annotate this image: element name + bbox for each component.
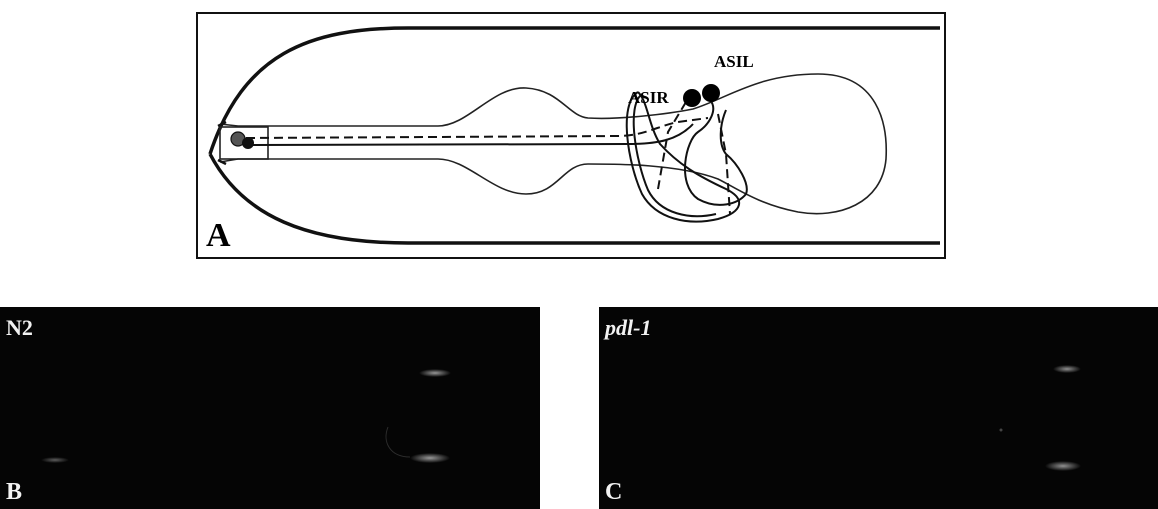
cell-body-asir: [683, 89, 701, 107]
panel-letter-b: B: [6, 479, 22, 506]
body-outline-top: [210, 28, 940, 154]
strain-label-pdl1: pdl-1: [605, 315, 651, 341]
cell-signal-lower: [1045, 461, 1081, 471]
diagram-panel-a: ASIR ASIL A: [196, 12, 946, 259]
cell-signal-lower: [410, 453, 450, 463]
fluorescence-image-n2: [0, 307, 540, 509]
panel-letter-a: A: [206, 219, 231, 253]
asir-label: ASIR: [628, 88, 669, 108]
cell-body-asil: [702, 84, 720, 102]
strain-label-n2: N2: [6, 315, 33, 341]
dendrite-asir: [246, 118, 708, 138]
panel-letter-c: C: [605, 479, 622, 506]
cell-signal-upper: [1053, 365, 1081, 373]
axon-dashed-right: [718, 114, 730, 214]
cell-signal-upper: [419, 369, 451, 377]
faint-dot: [1000, 429, 1003, 432]
asil-label: ASIL: [714, 52, 754, 72]
fluorescence-image-pdl1: [599, 307, 1158, 509]
micrograph-panel-c: pdl-1 C: [599, 307, 1158, 509]
nose-signal: [41, 457, 69, 463]
worm-head-schematic: [198, 14, 944, 257]
micrograph-panel-b: N2 B: [0, 307, 540, 509]
process-faint: [386, 427, 410, 457]
